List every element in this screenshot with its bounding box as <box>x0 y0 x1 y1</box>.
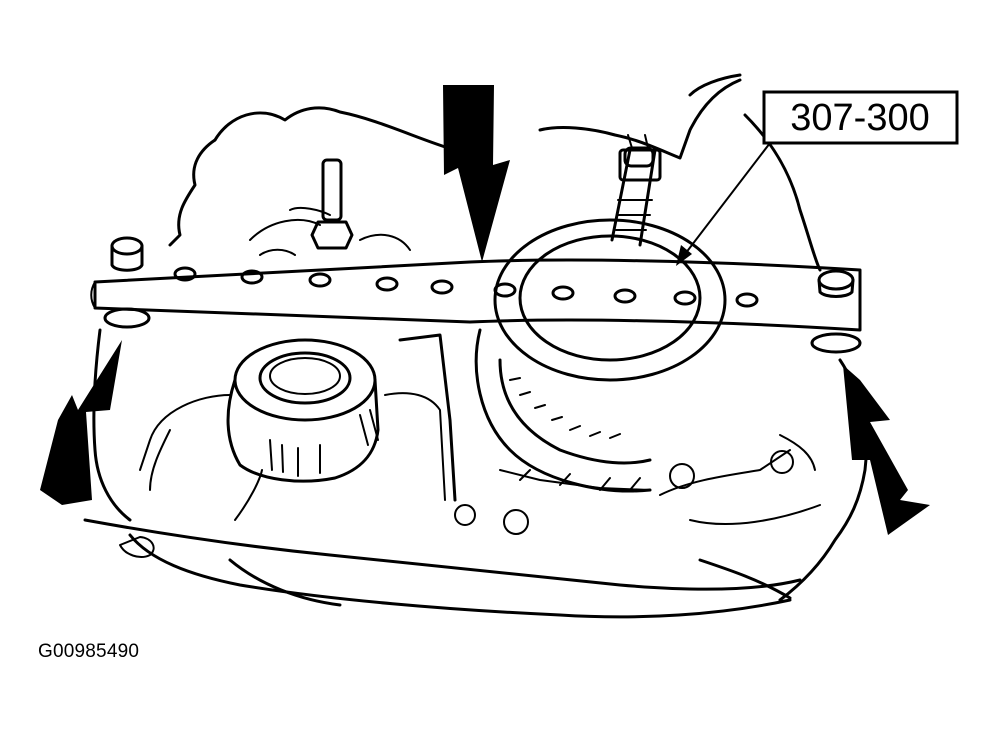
callout-label: 307-300 <box>790 97 929 139</box>
arrow-left <box>40 340 122 505</box>
transaxle-case <box>83 73 868 619</box>
callout-307-300: 307-300 <box>676 90 959 266</box>
differential-bearing <box>226 338 380 483</box>
figure-id: G00985490 <box>38 641 140 662</box>
planetary-gearset <box>359 218 727 502</box>
tool-foot-right <box>810 269 862 354</box>
output-shaft-left <box>249 158 411 256</box>
special-tool-bar <box>90 258 862 332</box>
tool-foot-left <box>103 236 151 329</box>
arrow-top-center <box>443 85 510 262</box>
arrow-right <box>843 365 930 535</box>
input-shaft-right <box>610 134 662 247</box>
